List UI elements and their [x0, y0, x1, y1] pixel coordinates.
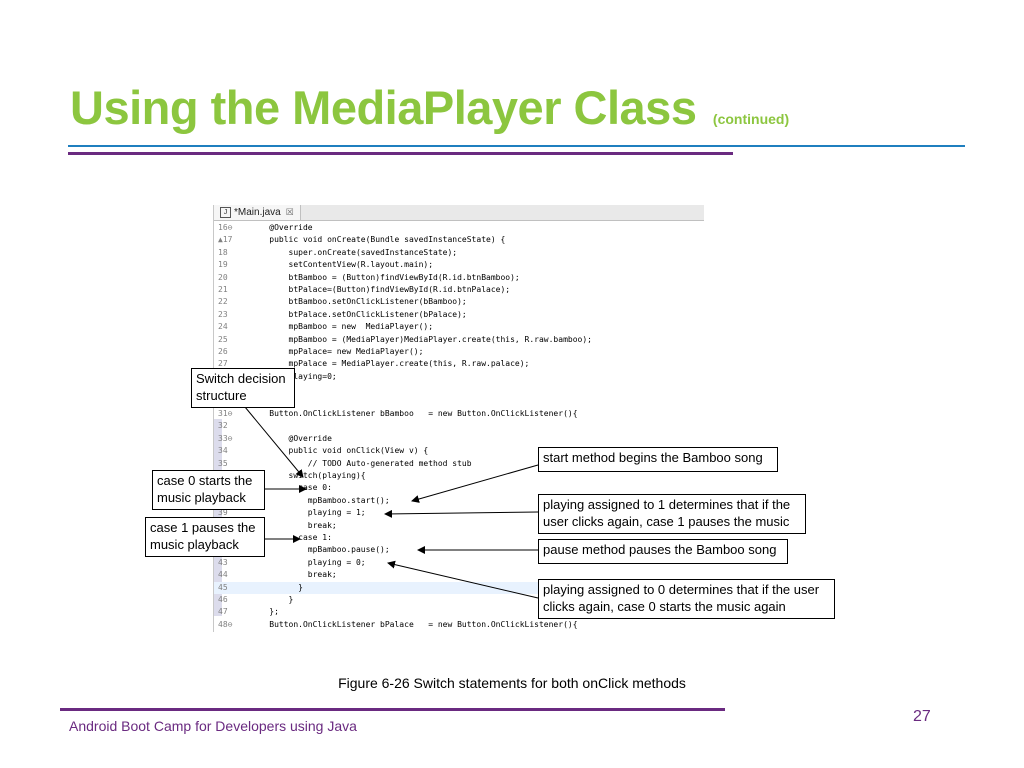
callout-case0: case 0 starts the music playback [152, 470, 265, 510]
code-line: 22 btBamboo.setOnClickListener(bBamboo); [214, 296, 702, 308]
line-number: 21 [218, 285, 228, 294]
title-underline-purple [68, 152, 733, 155]
code-text: case 0: [250, 483, 332, 493]
code-line: 21 btPalace=(Button)findViewById(R.id.bt… [214, 284, 702, 296]
code-text: playing = 0; [250, 557, 366, 567]
line-number: 48⊖ [218, 619, 233, 629]
line-number: 32 [218, 421, 228, 431]
code-line: 44 break; [214, 569, 702, 581]
code-line: 48⊖ Button.OnClickListener bPalace = new… [214, 619, 702, 631]
code-line: 46 } [214, 594, 702, 606]
code-text: } [250, 595, 294, 604]
code-text: case 1: [250, 533, 332, 542]
code-text: btBamboo = (Button)findViewById(R.id.btn… [250, 272, 520, 282]
code-editor-screenshot: J*Main.java☒ 16⊖ @Override▲17 public voi… [213, 205, 704, 632]
code-text: break; [250, 520, 337, 530]
code-line: 32 [214, 420, 702, 432]
code-line: 23 btPalace.setOnClickListener(bPalace); [214, 309, 702, 321]
code-line: 24 mpBamboo = new MediaPlayer(); [214, 321, 702, 333]
code-text: @Override [250, 433, 332, 443]
code-text: // TODO Auto-generated method stub [250, 458, 472, 468]
line-number: 24 [218, 322, 228, 332]
line-number: 19 [218, 260, 228, 270]
code-text: } [250, 582, 303, 592]
line-number: 47 [218, 607, 228, 617]
code-text: mpBamboo.start(); [250, 495, 390, 505]
code-text: playing = 1; [250, 508, 366, 518]
callout-playing-0: playing assigned to 0 determines that if… [538, 579, 835, 619]
line-number: 23 [218, 309, 228, 319]
code-line: 16⊖ @Override [214, 222, 702, 234]
code-text: Button.OnClickListener bPalace = new But… [250, 619, 578, 629]
page-number: 27 [913, 708, 931, 725]
code-text: }; [250, 607, 279, 617]
code-text: public void onClick(View v) { [250, 446, 429, 456]
code-line: 33⊖ @Override [214, 433, 702, 445]
line-number: 43 [218, 557, 228, 567]
code-line: 25 mpBamboo = (MediaPlayer)MediaPlayer.c… [214, 334, 702, 346]
line-number: 18 [218, 247, 228, 257]
callout-playing-1: playing assigned to 1 determines that if… [538, 494, 806, 534]
code-line: ▲17 public void onCreate(Bundle savedIns… [214, 234, 702, 246]
line-number: 16⊖ [218, 223, 233, 232]
tab-label: *Main.java [234, 207, 281, 218]
code-line: 20 btBamboo = (Button)findViewById(R.id.… [214, 272, 702, 284]
code-line: 26 mpPalace= new MediaPlayer(); [214, 346, 702, 358]
line-number: 26 [218, 347, 228, 356]
editor-tabbar: J*Main.java ☒ [214, 205, 704, 221]
code-line: 18 super.onCreate(savedInstanceState); [214, 247, 702, 259]
java-file-icon: J [220, 206, 231, 218]
line-number: 44 [218, 570, 228, 580]
title-underline-blue [68, 145, 965, 147]
code-text: Button.OnClickListener bBamboo = new But… [250, 409, 578, 418]
code-line: 35 // TODO Auto-generated method stub [214, 458, 702, 470]
code-text: super.onCreate(savedInstanceState); [250, 247, 458, 257]
line-number: 27 [218, 359, 228, 369]
code-text: mpPalace= new MediaPlayer(); [250, 347, 424, 356]
code-text: btPalace=(Button)findViewById(R.id.btnPa… [250, 285, 511, 294]
line-number: 45 [218, 582, 228, 592]
code-text: btPalace.setOnClickListener(bPalace); [250, 309, 467, 319]
code-line: 27 mpPalace = MediaPlayer.create(this, R… [214, 358, 702, 370]
code-text: public void onCreate(Bundle savedInstanc… [250, 235, 506, 245]
slide-title: Using the MediaPlayer Class (continued) [70, 80, 789, 135]
line-number: 34 [218, 446, 228, 456]
code-text: mpPalace = MediaPlayer.create(this, R.ra… [250, 359, 530, 369]
title-suffix: (continued) [712, 111, 790, 127]
line-number: 33⊖ [218, 433, 233, 443]
title-main: Using the MediaPlayer Class [70, 81, 697, 134]
line-number: 20 [218, 272, 228, 282]
code-text: mpBamboo.pause(); [250, 545, 390, 555]
line-number: 35 [218, 458, 228, 468]
code-text: btBamboo.setOnClickListener(bBamboo); [250, 297, 467, 307]
line-number: 31⊖ [218, 409, 233, 418]
code-text: mpBamboo = new MediaPlayer(); [250, 322, 434, 332]
callout-switch-decision: Switch decision structure [191, 368, 295, 408]
line-number: 39 [218, 508, 228, 518]
code-line: 19 setContentView(R.layout.main); [214, 259, 702, 271]
line-number: 22 [218, 297, 228, 307]
code-line: 43 playing = 0; [214, 557, 702, 569]
line-number: 25 [218, 334, 228, 344]
code-line: 31⊖ Button.OnClickListener bBamboo = new… [214, 408, 702, 420]
code-line: 39 playing = 1; [214, 507, 702, 519]
code-line: 37 case 0: [214, 482, 702, 494]
close-icon: ☒ [285, 207, 294, 217]
footer-text: Android Boot Camp for Developers using J… [69, 718, 357, 734]
code-text: playing=0; [288, 371, 337, 381]
editor-tab: J*Main.java ☒ [214, 205, 301, 220]
callout-case1: case 1 pauses the music playback [145, 517, 265, 557]
code-text: break; [250, 570, 337, 580]
callout-pause-method: pause method pauses the Bamboo song [538, 539, 788, 564]
figure-caption: Figure 6-26 Switch statements for both o… [338, 675, 686, 691]
callout-start-method: start method begins the Bamboo song [538, 447, 778, 472]
code-line: 47 }; [214, 606, 702, 618]
footer-rule [60, 708, 725, 711]
line-number: ▲17 [218, 235, 233, 245]
code-text: switch(playing){ [250, 471, 366, 480]
code-text: @Override [250, 223, 313, 232]
code-text: mpBamboo = (MediaPlayer)MediaPlayer.crea… [250, 334, 592, 344]
line-number: 46 [218, 595, 228, 604]
code-text: setContentView(R.layout.main); [250, 260, 434, 270]
